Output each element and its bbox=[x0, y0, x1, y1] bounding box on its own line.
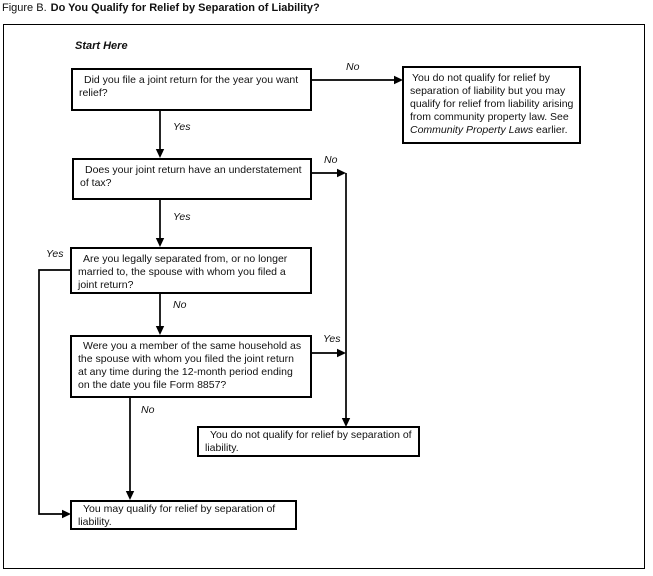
edge-label-q4-yes: Yes bbox=[322, 333, 342, 345]
edge-label-q3-yes: Yes bbox=[45, 248, 65, 260]
figure-title-main: Do You Qualify for Relief by Separation … bbox=[50, 2, 320, 14]
flow-box-may-qualify-text: You may qualify for relief by separation… bbox=[78, 503, 276, 528]
flow-box-q3-legally-separated: Are you legally separated from, or no lo… bbox=[70, 247, 312, 294]
start-here-label: Start Here bbox=[74, 40, 129, 52]
arrowhead-no-qualify bbox=[341, 418, 351, 427]
edge-label-q4-no: No bbox=[140, 404, 156, 416]
figure-title-prefix: Figure B. bbox=[2, 2, 47, 14]
flow-box-q2-text: Does your joint return have an understat… bbox=[80, 164, 302, 189]
flow-box-q4-text: Were you a member of the same household … bbox=[78, 340, 302, 391]
edge-label-q2-yes: Yes bbox=[172, 211, 192, 223]
arrowhead-q1-no bbox=[394, 75, 403, 85]
arrowhead-q3-no bbox=[155, 326, 165, 335]
flow-box-community-text: You do not qualify for relief by separat… bbox=[404, 68, 579, 137]
arrowhead-q4-no bbox=[125, 491, 135, 500]
flow-box-q3-text: Are you legally separated from, or no lo… bbox=[78, 253, 288, 291]
flow-box-no-qualify: You do not qualify for relief by separat… bbox=[197, 426, 420, 457]
community-text-italic: Community Property Laws bbox=[410, 124, 534, 136]
flow-box-no-qualify-text: You do not qualify for relief by separat… bbox=[205, 429, 412, 454]
flow-box-q4-same-household: Were you a member of the same household … bbox=[70, 335, 312, 398]
connector-q3-yes bbox=[38, 269, 70, 515]
edge-label-q1-no: No bbox=[345, 61, 361, 73]
flow-box-q1-joint-return: Did you file a joint return for the year… bbox=[71, 68, 312, 111]
edge-label-q2-no: No bbox=[323, 154, 339, 166]
figure-title: Figure B.Do You Qualify for Relief by Se… bbox=[2, 1, 320, 15]
edge-label-q3-no: No bbox=[172, 299, 188, 311]
flow-box-q1-text: Did you file a joint return for the year… bbox=[79, 74, 299, 99]
arrowhead-q2-no bbox=[337, 168, 346, 178]
arrowhead-q3-yes bbox=[62, 509, 71, 519]
flow-box-q2-understatement: Does your joint return have an understat… bbox=[72, 158, 312, 200]
flow-box-no-qualify-community: You do not qualify for relief by separat… bbox=[402, 66, 581, 144]
arrowhead-q4-yes bbox=[337, 348, 346, 358]
community-text-before: You do not qualify for relief by separat… bbox=[410, 72, 574, 123]
community-text-after: earlier. bbox=[533, 124, 568, 136]
flowchart-border bbox=[3, 24, 645, 569]
flow-box-may-qualify: You may qualify for relief by separation… bbox=[70, 500, 297, 530]
arrowhead-q1-yes bbox=[155, 149, 165, 158]
arrowhead-q2-yes bbox=[155, 238, 165, 247]
edge-label-q1-yes: Yes bbox=[172, 121, 192, 133]
